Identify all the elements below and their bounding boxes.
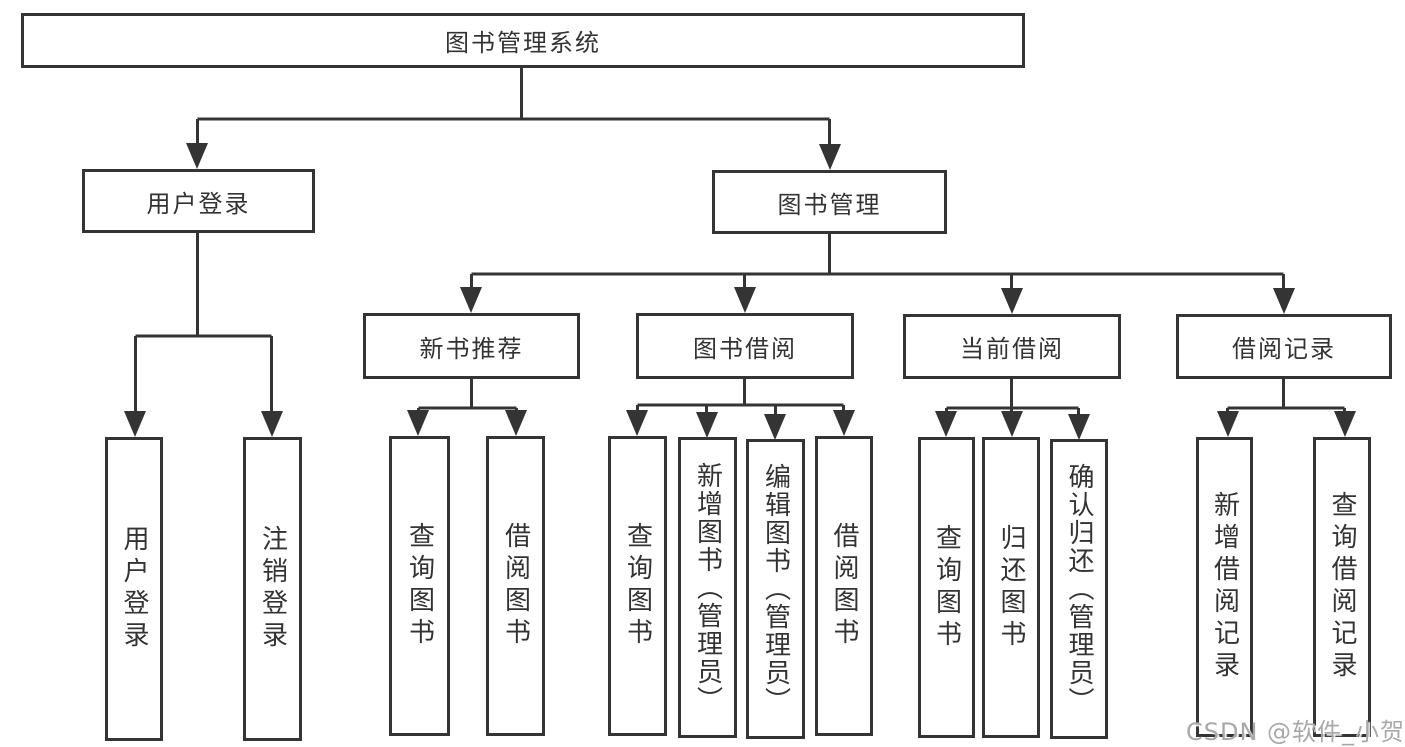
leaf-borrow-books-1: 借阅图书 xyxy=(486,436,545,736)
arrowheads xyxy=(124,143,1356,440)
leaf-query-books-2: 查询图书 xyxy=(608,436,667,736)
leaf-label: 查询图书 xyxy=(404,522,435,650)
leaf-label: 确认归还（管理员） xyxy=(1064,463,1094,715)
node-book-borrow: 图书借阅 xyxy=(636,313,854,379)
edge-book-management-branch xyxy=(470,234,1285,291)
leaf-label: 借阅图书 xyxy=(829,522,859,650)
leaf-label: 查询图书 xyxy=(931,523,962,652)
node-book-management: 图书管理 xyxy=(712,170,947,234)
watermark: CSDN @软件_小贺同学 xyxy=(1186,718,1405,746)
leaf-logout: 注销登录 xyxy=(243,437,302,741)
node-new-book-recommend: 新书推荐 xyxy=(363,313,580,379)
edge-new-book-branch xyxy=(417,379,518,413)
leaf-label: 注销登录 xyxy=(257,525,288,653)
leaf-label: 编辑图书（管理员） xyxy=(760,463,791,715)
leaf-label: 查询图书 xyxy=(622,522,653,650)
leaf-return-books: 归还图书 xyxy=(982,437,1040,738)
leaf-confirm-return-admin: 确认归还（管理员） xyxy=(1050,439,1108,739)
leaf-user-login: 用户登录 xyxy=(105,437,163,741)
node-current-borrow: 当前借阅 xyxy=(903,314,1121,379)
node-user-login: 用户登录 xyxy=(82,169,315,233)
leaf-query-books-1: 查询图书 xyxy=(389,436,450,736)
leaf-query-books-3: 查询图书 xyxy=(918,437,975,738)
edge-borrow-record-branch xyxy=(1226,379,1346,414)
leaf-label: 借阅图书 xyxy=(500,522,531,650)
leaf-label: 新增图书（管理员） xyxy=(692,461,723,714)
edge-book-borrow-branch xyxy=(636,379,845,417)
leaf-add-books-admin: 新增图书（管理员） xyxy=(678,437,737,738)
leaf-edit-books-admin: 编辑图书（管理员） xyxy=(746,439,805,739)
edge-root xyxy=(196,68,831,148)
leaf-label: 用户登录 xyxy=(119,525,149,653)
leaf-borrow-books-2: 借阅图书 xyxy=(815,436,873,736)
leaf-label: 新增借阅记录 xyxy=(1209,491,1240,683)
node-library-management-system: 图书管理系统 xyxy=(21,13,1025,68)
leaf-query-borrow-record: 查询借阅记录 xyxy=(1313,437,1371,737)
node-borrow-record: 借阅记录 xyxy=(1176,314,1392,379)
leaf-add-borrow-record: 新增借阅记录 xyxy=(1196,437,1253,737)
leaf-label: 归还图书 xyxy=(996,523,1026,652)
edge-user-login-branch xyxy=(134,233,273,416)
leaf-label: 查询借阅记录 xyxy=(1327,491,1357,683)
